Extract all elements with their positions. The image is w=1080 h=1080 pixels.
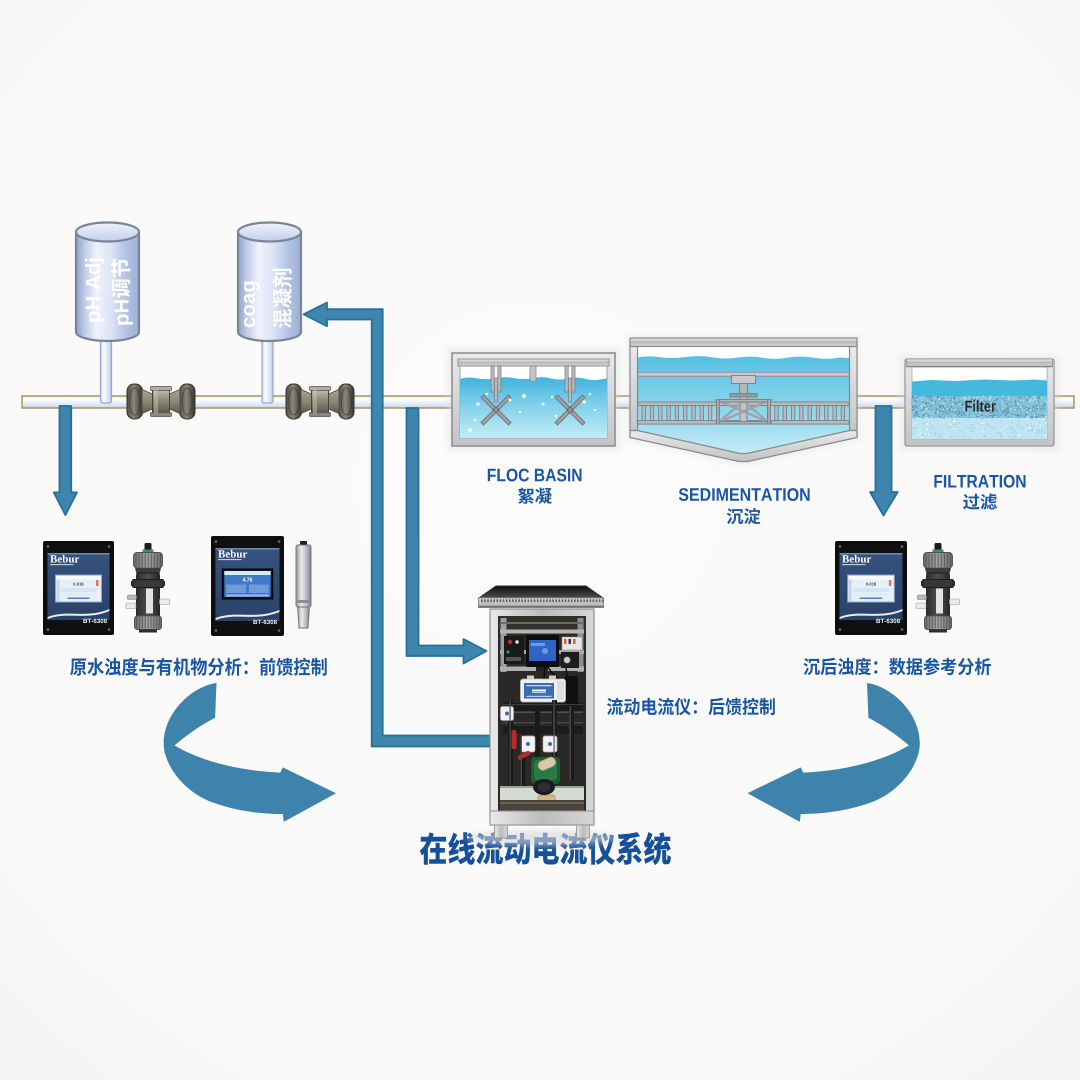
svg-text:4.76: 4.76: [243, 578, 253, 584]
svg-text:0.016: 0.016: [866, 582, 877, 587]
svg-text:0.016: 0.016: [73, 582, 84, 587]
